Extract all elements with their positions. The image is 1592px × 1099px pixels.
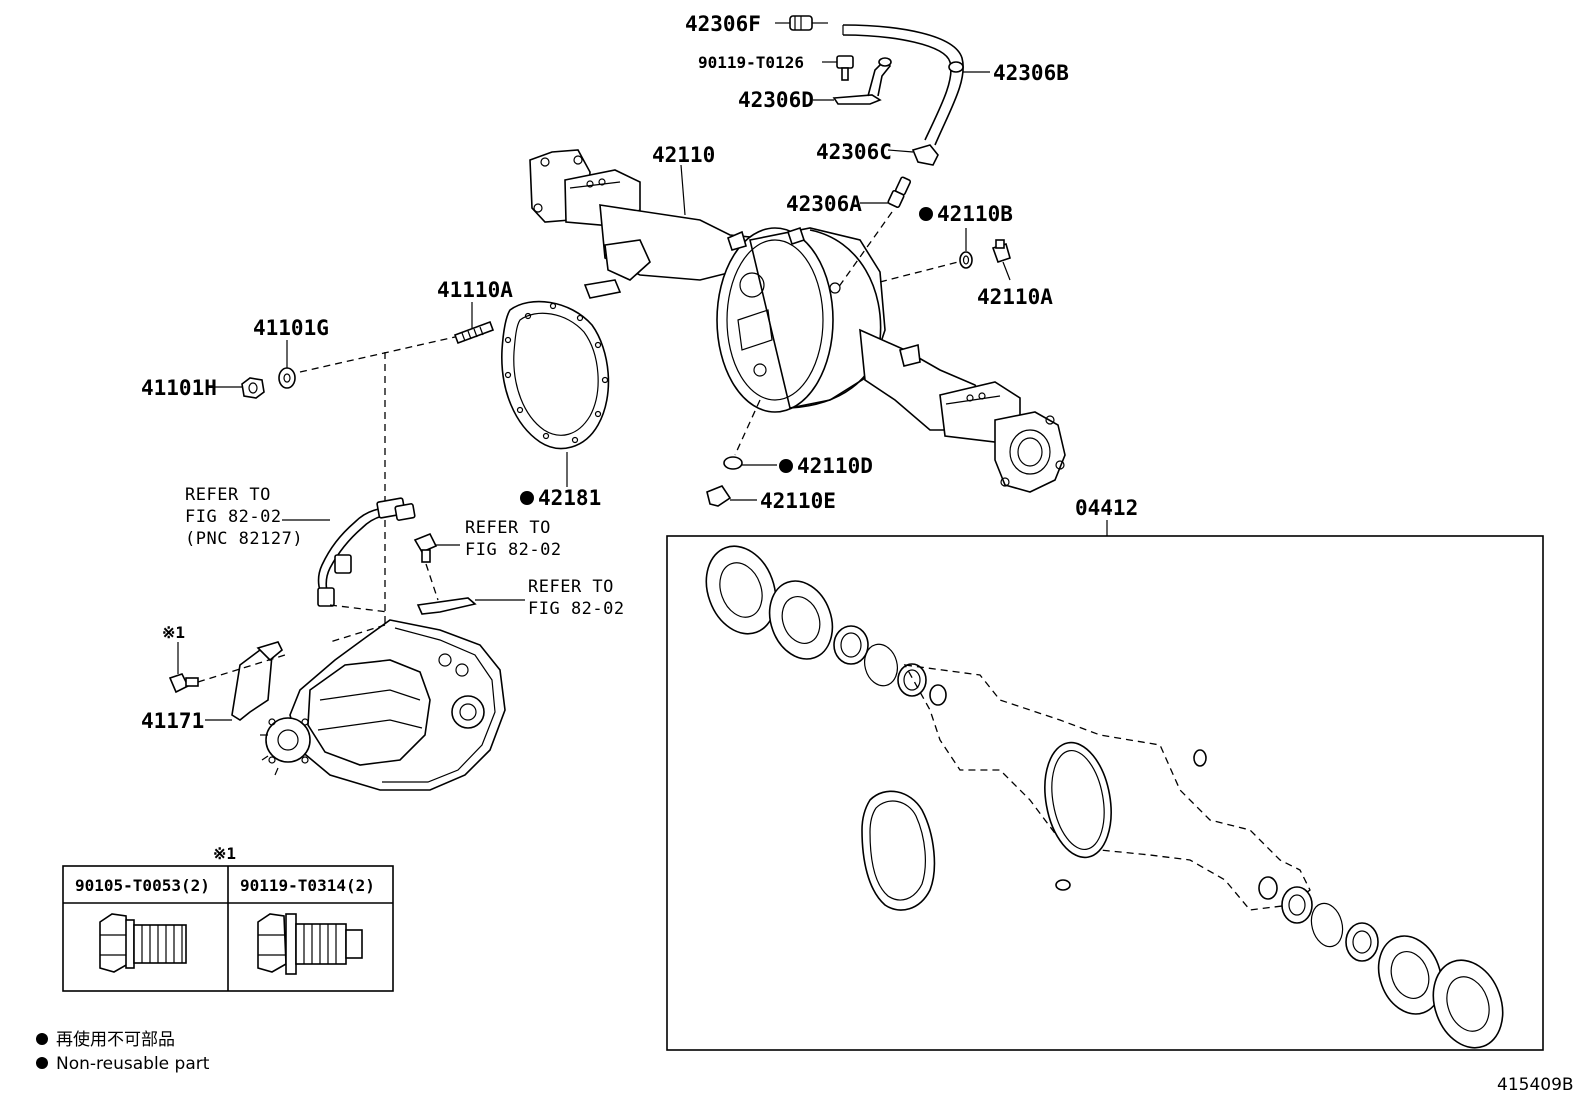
bolt-table-mark: ※1 <box>213 844 236 863</box>
label-04412: 04412 <box>1075 496 1138 520</box>
bolt-table-col1: 90105-T0053(2) <box>75 876 210 895</box>
hose-clip-42306C <box>887 144 939 166</box>
label-42110E: 42110E <box>760 489 836 513</box>
differential-carrier <box>260 619 506 791</box>
ref-harness-line2: FIG 82-02 <box>185 507 282 527</box>
legend-text-en: Non-reusable part <box>56 1054 210 1074</box>
gasket-42110D <box>723 456 743 470</box>
gasket-kit-box <box>666 535 1544 1051</box>
label-42110: 42110 <box>652 143 715 167</box>
dash-carrier-2 <box>329 624 386 643</box>
non-reusable-dot-42110D <box>779 459 793 473</box>
ref-bracket-line2: FIG 82-02 <box>528 599 625 619</box>
bolt-table-col2: 90119-T0314(2) <box>240 876 375 895</box>
non-reusable-dot-42181 <box>520 491 534 505</box>
label-41101G: 41101G <box>253 316 329 340</box>
label-42110B: 42110B <box>937 202 1013 226</box>
bolt-90105-T0053 <box>99 913 187 973</box>
legend-dot-jp <box>36 1033 48 1045</box>
union-42306A <box>860 176 912 209</box>
axle-housing-42110 <box>529 149 1066 493</box>
label-90119-T0126: 90119-T0126 <box>698 53 804 72</box>
label-42110D: 42110D <box>797 454 873 478</box>
stud-41110A <box>453 302 495 345</box>
gasket-42110B <box>959 251 973 269</box>
nut-41101H <box>213 377 265 399</box>
bolt-90119-T0126 <box>822 55 854 81</box>
hose-bracket-42306D <box>813 57 892 105</box>
bracket-41171 <box>205 641 283 721</box>
dash-41101 <box>299 336 456 373</box>
bolt-ref <box>413 532 460 563</box>
figure-id: 415409B <box>1497 1075 1574 1095</box>
label-42306D: 42306D <box>738 88 814 112</box>
dash-42110D <box>734 399 761 456</box>
breather-plug-42306F <box>789 15 828 31</box>
ref-bolt-line1: REFER TO <box>465 518 551 538</box>
bolt-90119-T0314 <box>257 913 363 975</box>
legend-dot-en <box>36 1057 48 1069</box>
non-reusable-dot-42110B <box>919 207 933 221</box>
ref-harness-line3: (PNC 82127) <box>185 529 303 549</box>
dash-bolt-ref <box>425 563 439 601</box>
legend-text-jp: 再使用不可部品 <box>56 1029 175 1050</box>
dash-42306A <box>837 211 893 289</box>
bolt-note1 <box>168 642 199 694</box>
dash-bolt-note1 <box>197 654 286 683</box>
label-42306C: 42306C <box>816 140 892 164</box>
label-41171: 41171 <box>141 709 204 733</box>
bracket-ref <box>416 597 525 615</box>
plug-42110E <box>706 485 757 507</box>
breather-hose-42306B <box>842 24 990 146</box>
label-42306B: 42306B <box>993 61 1069 85</box>
gasket-42181 <box>501 300 610 487</box>
label-41101H: 41101H <box>141 376 217 400</box>
label-41110A: 41110A <box>437 278 513 302</box>
note-mark-bolt: ※1 <box>162 623 185 642</box>
gasket-kit-contents <box>705 545 1504 1049</box>
bolt-table <box>62 865 394 992</box>
dash-harness <box>329 604 389 613</box>
leader-42110 <box>680 164 686 216</box>
label-42110A: 42110A <box>977 285 1053 309</box>
washer-41101G <box>278 367 296 389</box>
label-42181: 42181 <box>538 486 601 510</box>
ref-harness-line1: REFER TO <box>185 485 271 505</box>
dash-42110A <box>879 261 959 283</box>
wire-harness-ref <box>282 497 416 607</box>
label-42306A: 42306A <box>786 192 862 216</box>
ref-bolt-line2: FIG 82-02 <box>465 540 562 560</box>
ref-bracket-line1: REFER TO <box>528 577 614 597</box>
plug-42110A <box>991 239 1011 281</box>
label-42306F: 42306F <box>685 12 761 36</box>
